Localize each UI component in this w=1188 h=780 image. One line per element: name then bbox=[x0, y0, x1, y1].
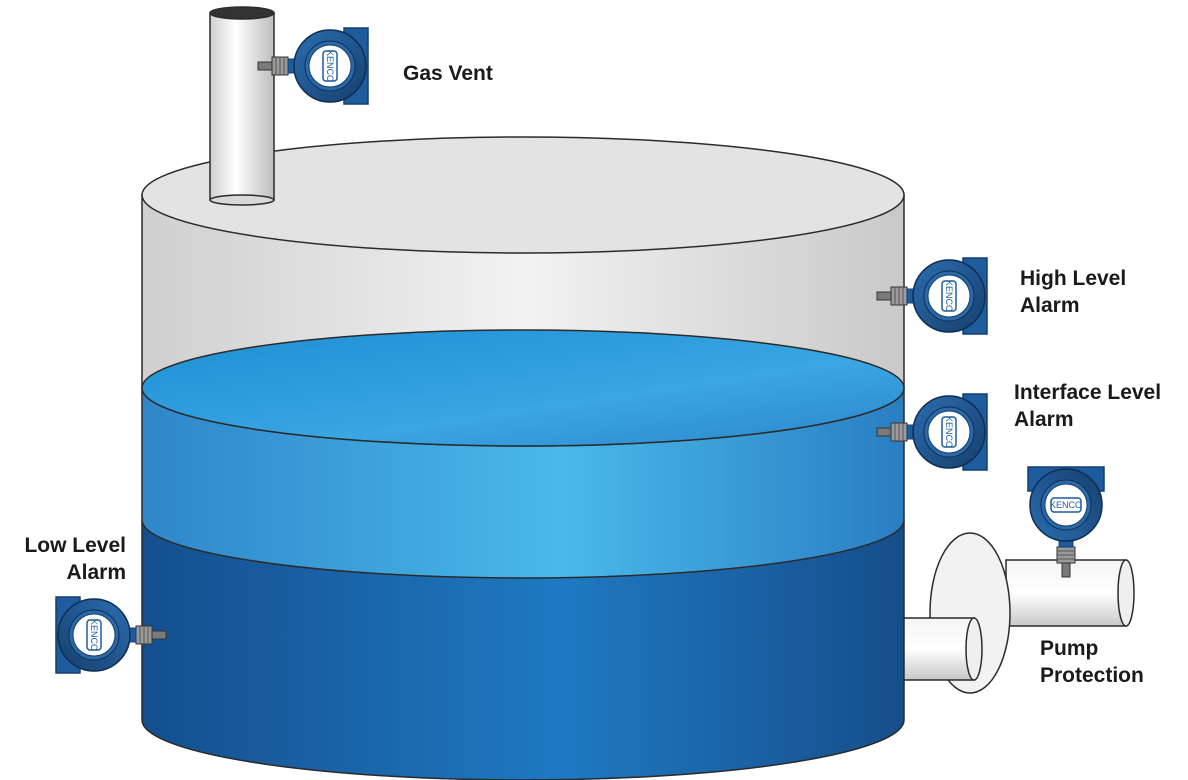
gas-vent-label: Gas Vent bbox=[403, 60, 493, 87]
high-level-alarm-line1: High Level bbox=[1020, 267, 1127, 290]
pump-protection-badge: KENCO bbox=[1050, 500, 1082, 510]
water-surface bbox=[141, 329, 905, 447]
low-level-alarm-line1: Low Level bbox=[24, 534, 126, 557]
low-level-alarm-label: Low Level Alarm bbox=[8, 532, 126, 586]
gas-vent-text: Gas Vent bbox=[403, 62, 493, 85]
pump-pipe bbox=[903, 532, 1135, 694]
pump-protection-line1: Pump bbox=[1040, 637, 1099, 660]
gas-vent-badge: KENCO bbox=[325, 50, 335, 82]
high-level-alarm-line2: Alarm bbox=[1020, 294, 1080, 317]
interface-level-alarm-line2: Alarm bbox=[1014, 408, 1074, 431]
vent-pipe bbox=[209, 6, 275, 206]
low-level-alarm-line2: Alarm bbox=[66, 561, 126, 584]
pump-protection-line2: Protection bbox=[1040, 664, 1144, 687]
low-level-badge: KENCO bbox=[89, 619, 99, 651]
pump-protection-label: Pump Protection bbox=[1040, 635, 1144, 689]
high-level-alarm-label: High Level Alarm bbox=[1020, 265, 1126, 319]
interface-level-badge: KENCO bbox=[944, 416, 954, 448]
interface-level-alarm-line1: Interface Level bbox=[1014, 381, 1162, 404]
tank-roof bbox=[141, 136, 905, 254]
high-level-badge: KENCO bbox=[944, 280, 954, 312]
interface-level-alarm-label: Interface Level Alarm bbox=[1014, 379, 1161, 433]
